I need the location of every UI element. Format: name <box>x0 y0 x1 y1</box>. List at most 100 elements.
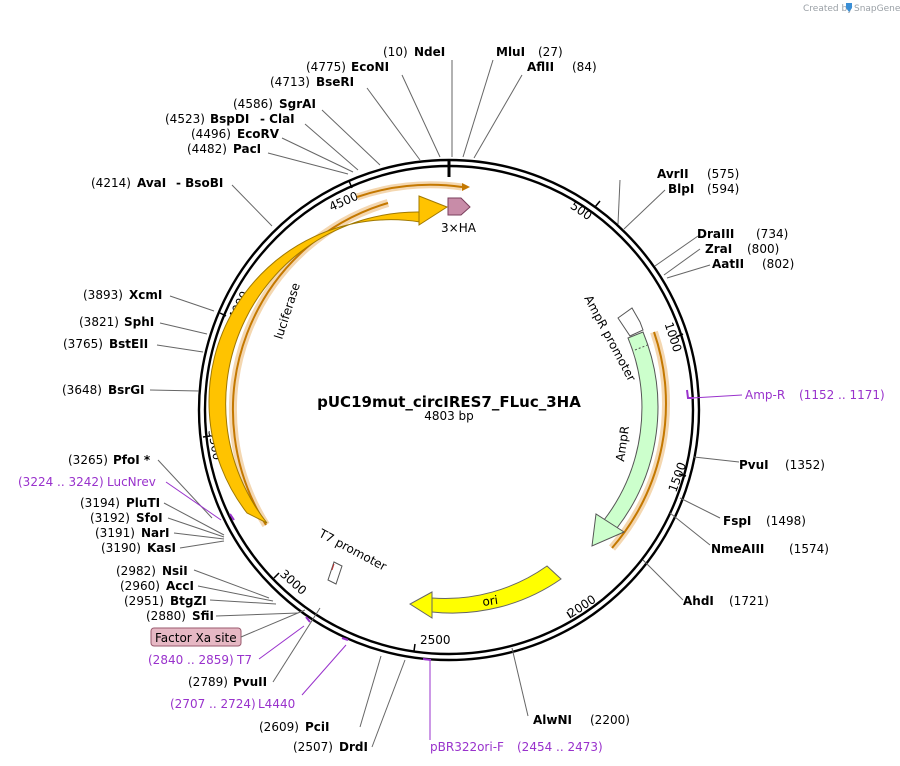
enzyme-pos-pluti: (3194) <box>80 496 120 510</box>
primer-lucnrev: LucNrev <box>107 475 156 489</box>
enzyme-pos-econi: (4775) <box>306 60 346 74</box>
ha-thin-arrow <box>355 181 470 201</box>
enzyme-pos-drdi: (2507) <box>293 740 333 754</box>
enzyme-pos-alwni: (2200) <box>590 713 630 727</box>
enzyme-pos-btgzi: (2951) <box>124 594 164 608</box>
enzyme-xcmi: XcmI <box>129 288 162 302</box>
enzyme-pos-sphi: (3821) <box>79 315 119 329</box>
enzyme-econi: EcoNI <box>351 60 389 74</box>
enzyme-bspdi: BspDI <box>210 112 249 126</box>
ruler-tick-2500: 2500 <box>420 633 451 647</box>
enzyme-bsrgi: BsrGI <box>108 383 145 397</box>
enzyme-pluti: PluTI <box>126 496 160 510</box>
ruler-tick-3000: 3000 <box>277 567 309 598</box>
enzyme-pos-kasi: (3190) <box>101 541 141 555</box>
primer-t7: T7 <box>236 653 252 667</box>
primer-l4440: L4440 <box>258 697 295 711</box>
enzyme-pos-ndei: (10) <box>383 45 408 59</box>
enzyme-avai: AvaI <box>137 176 166 190</box>
enzyme-pos-pcii: (2609) <box>259 720 299 734</box>
credit-prefix: Created by <box>803 4 853 14</box>
factor-xa-label: Factor Xa site <box>155 631 237 645</box>
enzyme-pos-zrai: (800) <box>747 242 779 256</box>
enzyme-nsii: NsiI <box>162 564 188 578</box>
enzyme-pos-avrii: (575) <box>707 167 739 181</box>
ruler-tick-2000: 2000 <box>565 592 598 620</box>
enzyme-clai: - ClaI <box>260 112 295 126</box>
enzyme-ecorv: EcoRV <box>237 127 280 141</box>
enzyme-pvui: PvuI <box>739 458 769 472</box>
enzyme-fspi: FspI <box>723 514 751 528</box>
enzyme-pos-pvui: (1352) <box>785 458 825 472</box>
enzyme-zrai: ZraI <box>705 242 732 256</box>
ruler-tick-500: 500 <box>568 199 595 224</box>
ampr-thin-arrow <box>608 330 670 551</box>
enzyme-pos-sfii: (2880) <box>146 609 186 623</box>
ruler-tick-4500: 4500 <box>327 189 361 214</box>
primer-range-pbr322ori: (2454 .. 2473) <box>517 740 603 754</box>
plasmid-size: 4803 bp <box>424 409 474 423</box>
enzyme-pos-bsrgi: (3648) <box>62 383 102 397</box>
ampr-label: AmpR <box>613 425 632 462</box>
enzyme-pos-mlui: (27) <box>538 45 563 59</box>
enzyme-pfoi: PfoI * <box>113 453 151 467</box>
enzyme-sfoi: SfoI <box>136 511 163 525</box>
enzyme-mlui: MluI <box>496 45 525 59</box>
primer-range-ampr: (1152 .. 1171) <box>799 388 885 402</box>
factor-xa-badge: Factor Xa site <box>150 609 306 647</box>
enzyme-pos-nmeaiii: (1574) <box>789 542 829 556</box>
enzyme-pos-xcmi: (3893) <box>83 288 123 302</box>
t7-promoter-label: T7 promoter <box>316 526 389 574</box>
primer-leader-lines <box>165 389 743 740</box>
enzyme-pos-aatii: (802) <box>762 257 794 271</box>
luciferase-feature: luciferase <box>208 195 449 524</box>
enzyme-alwni: AlwNI <box>533 713 572 727</box>
enzyme-nari: NarI <box>141 526 170 540</box>
enzyme-bseri: BseRI <box>316 75 354 89</box>
luciferase-label: luciferase <box>272 281 303 341</box>
enzyme-pos-bspdi: (4523) <box>165 112 205 126</box>
ha-label: 3×HA <box>441 221 477 235</box>
ori-label: ori <box>481 593 498 609</box>
enzyme-aatii: AatII <box>712 257 744 271</box>
ampr-feature: AmpR <box>591 331 659 547</box>
enzyme-btgzi: BtgZI <box>170 594 207 608</box>
enzyme-pos-pvuii: (2789) <box>188 675 228 689</box>
enzyme-bsteii: BstEII <box>109 337 148 351</box>
enzyme-pos-fspi: (1498) <box>766 514 806 528</box>
enzyme-pos-bsteii: (3765) <box>63 337 103 351</box>
enzyme-pos-bseri: (4713) <box>270 75 310 89</box>
enzyme-avrii: AvrII <box>657 167 689 181</box>
enzyme-blpi: BlpI <box>668 182 694 196</box>
enzyme-pos-avai: (4214) <box>91 176 131 190</box>
plasmid-name: pUC19mut_circIRES7_FLuc_3HA <box>317 393 581 411</box>
enzyme-draiii: DraIII <box>697 227 734 241</box>
ha-feature: 3×HA <box>441 197 477 235</box>
ori-feature: ori <box>409 565 562 619</box>
enzyme-pos-sgrai: (4586) <box>233 97 273 111</box>
ruler-tick-1000: 1000 <box>662 320 685 353</box>
enzyme-leader-lines <box>149 59 740 748</box>
enzyme-pos-ahdi: (1721) <box>729 594 769 608</box>
enzyme-pos-nsii: (2982) <box>116 564 156 578</box>
enzyme-kasi: KasI <box>147 541 176 555</box>
enzyme-pos-pfoi: (3265) <box>68 453 108 467</box>
enzyme-bsobi: - BsoBI <box>176 176 223 190</box>
enzyme-sfii: SfiI <box>192 609 214 623</box>
enzyme-pos-nari: (3191) <box>95 526 135 540</box>
primer-ampr: Amp-R <box>745 388 785 402</box>
enzyme-sphi: SphI <box>124 315 154 329</box>
enzyme-ahdi: AhdI <box>683 594 714 608</box>
enzyme-sgrai: SgrAI <box>279 97 316 111</box>
t7-promoter-feature: T7 promoter <box>316 526 389 585</box>
enzyme-pos-sfoi: (3192) <box>90 511 130 525</box>
primer-range-lucnrev: (3224 .. 3242) <box>18 475 104 489</box>
enzyme-pos-blpi: (594) <box>707 182 739 196</box>
enzyme-drdi: DrdI <box>339 740 368 754</box>
luciferase-thin-arrow <box>228 199 390 528</box>
enzyme-pos-draiii: (734) <box>756 227 788 241</box>
enzyme-aflii: AflII <box>527 60 554 74</box>
credit-brand: SnapGene <box>854 4 900 14</box>
primer-pbr322ori: pBR322ori-F <box>430 740 504 754</box>
